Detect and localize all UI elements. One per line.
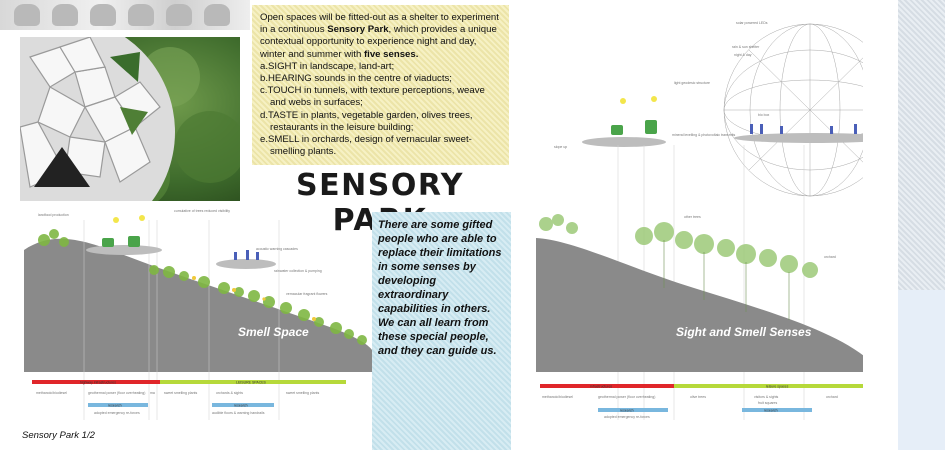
cell-olive-trees: olive trees (690, 395, 706, 399)
cell-ma: ma (150, 391, 155, 395)
cell-orchards: orchards & sights (216, 391, 243, 395)
gifted-people-panel: There are some gifted people who are abl… (372, 212, 511, 450)
sense-hearing: b.HEARING sounds in the centre of viaduc… (260, 73, 452, 85)
green-bar-right (674, 384, 870, 388)
right-pattern-light (898, 290, 945, 450)
info-five-bold: five senses. (363, 48, 419, 60)
floating-platform-dome (734, 124, 894, 143)
info-line-1: Open spaces will be fitted-out as a shel… (260, 12, 499, 36)
label-reduced-visibility: cumulative of trees reduced visibility (174, 209, 230, 213)
sense-smell-cont: smelling plants. (270, 146, 337, 158)
hill-shape-right (536, 238, 890, 375)
bar-label-infra-right: infrastructures (590, 385, 612, 389)
blue-bar-left (88, 403, 148, 407)
sight-smell-section: solar powered LEDs rain & sun shelter ni… (536, 21, 897, 420)
info-park-bold: Sensory Park (327, 24, 389, 36)
sense-smell: e.SMELL in orchards, design of vernacula… (260, 134, 472, 146)
bar-label-infrastructure: highway infrastructures (80, 381, 116, 385)
page-title: SENSORY PARK (296, 168, 464, 238)
sense-taste-cont: restaurants in the leisure building; (270, 121, 414, 133)
cell-sweet-1: sweet smelling plants (164, 391, 198, 395)
hand-sign-icon (204, 4, 230, 26)
space-title-smell: Smell Space (238, 325, 309, 339)
right-margin (863, 0, 898, 450)
vegetation (38, 229, 367, 345)
red-bar-right (540, 384, 674, 388)
hand-sign-icon (166, 4, 192, 26)
cell-fruit-squares: fruit squares (758, 401, 778, 405)
floating-platform-slope (582, 96, 666, 147)
bar-label-research-left: research (108, 404, 122, 408)
bar-label-research-right-1: research (620, 409, 634, 413)
label-orchard: orchard (824, 255, 836, 259)
sense-touch: c.TOUCH in tunnels, with texture percept… (260, 85, 485, 97)
bar-label-leisure-right: leisure spaces (766, 385, 789, 389)
space-title-sight-smell: Sight and Smell Senses (676, 325, 812, 339)
sense-sight: a.SIGHT in landscape, land-art; (260, 60, 395, 72)
cell-geothermal-right: geothermal power (floor overheating) (598, 395, 655, 399)
bar-label-research-mid: research (234, 404, 248, 408)
hand-sign-icon (52, 4, 78, 26)
hand-sign-icon (14, 4, 40, 26)
hands-strip-image (0, 0, 250, 30)
info-panel: Open spaces will be fitted-out as a shel… (252, 5, 509, 165)
label-acoustic: acoustic warning cascades (256, 247, 298, 251)
hill-shape (24, 238, 372, 372)
blue-bar-right-1 (598, 408, 668, 412)
cell-audible: audible floors & warning handrails (212, 411, 265, 415)
cell-adopted: adopted emergency re-forces (94, 411, 140, 415)
sense-taste: d.TASTE in plants, vegetable garden, oli… (260, 109, 473, 121)
label-slope-up: slope up (554, 145, 567, 149)
label-bio-box: bio box (758, 113, 770, 117)
trees (539, 214, 818, 278)
info-line-2: , which provides a unique contextual opp… (260, 24, 497, 60)
cell-methanoic-right: methanoic/biodiesel (542, 395, 573, 399)
label-mineral: mineral levelling & photovoltaic transmi… (672, 133, 735, 137)
cell-orchard-right: orchard (826, 395, 838, 399)
bar-label-research-right-2: research (764, 409, 778, 413)
blue-bar-right-2 (742, 408, 812, 412)
cell-methanoic: methanoic/biodiesel (36, 391, 67, 395)
floating-platform-left (86, 215, 162, 255)
label-landfood: landfood production (38, 213, 69, 217)
floating-platform-right (216, 250, 276, 269)
label-flowers: vernacular fragrant flowers (286, 292, 328, 296)
info-intro: Open spaces will be fitted-out as a shel… (260, 12, 501, 61)
footer-caption: Sensory Park 1/2 (22, 430, 95, 441)
cell-geothermal: geothermal power (floor overheating) (88, 391, 145, 395)
sense-touch-cont: and webs in surfaces; (270, 97, 363, 109)
cell-adopted-right: adopted emergency re-forces (604, 415, 650, 419)
label-rain-shelter: rain & sun shelter (732, 45, 760, 49)
label-other-trees: other trees (684, 215, 701, 219)
red-bar (32, 380, 160, 384)
cell-visitors: visitors & sights (754, 395, 779, 399)
hand-sign-icon (128, 4, 154, 26)
label-structure: light geodesic structure (674, 81, 710, 85)
label-led: solar powered LEDs (736, 21, 768, 25)
bar-label-leisure: LEISURE SPACES (236, 381, 267, 385)
hand-sign-icon (90, 4, 116, 26)
label-rainwater: rainwater collection & pumping (274, 269, 322, 273)
blue-bar-mid (212, 403, 274, 407)
cell-sweet-2: sweet smelling plants (286, 391, 320, 395)
green-bar (160, 380, 346, 384)
label-night-day: night & day (734, 53, 752, 57)
smell-space-section: landfood production cumulative of trees … (24, 209, 372, 420)
geodesic-dome-photo (20, 37, 240, 201)
